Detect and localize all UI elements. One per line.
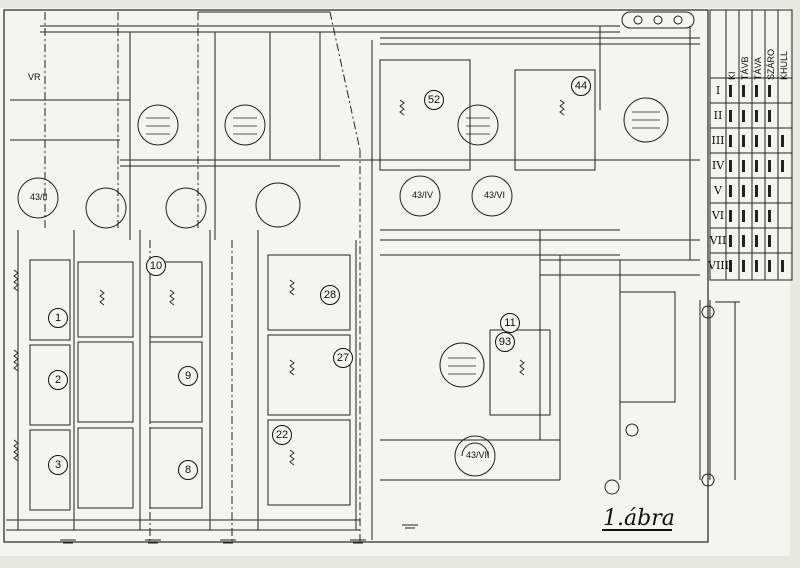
table-column-header: TÁVB [740, 56, 750, 80]
table-row-label: VII [709, 234, 727, 247]
table-row-label: VI [711, 209, 725, 222]
table-row-label: II [713, 109, 723, 122]
table-row-label: VIII [708, 259, 729, 272]
table-row-label: I [715, 84, 721, 97]
component-label: VR [28, 72, 41, 82]
coil-number: 9 [178, 366, 198, 386]
figure-caption: 1.ábra [603, 506, 675, 531]
coil-number: 27 [333, 348, 353, 368]
table-column-header: KI [727, 71, 737, 80]
switch-deck-label: 43/IV [412, 190, 434, 200]
coil-number: 93 [495, 332, 515, 352]
coil-number: 44 [571, 76, 591, 96]
switch-deck-label: 43/II [30, 192, 48, 202]
coil-number: 52 [424, 90, 444, 110]
table-row-label: III [711, 134, 725, 147]
table-column-header: SZÁRO [766, 48, 776, 80]
table-column-header: TÁVA [753, 57, 763, 80]
switch-deck-label: 43/VII [466, 450, 490, 460]
switch-deck-label: 43/VI [484, 190, 506, 200]
coil-number: 28 [320, 285, 340, 305]
table-row-label: IV [711, 159, 725, 172]
coil-number: 8 [178, 460, 198, 480]
coil-number: 1 [48, 308, 68, 328]
coil-number: 11 [500, 313, 520, 333]
coil-number: 22 [272, 425, 292, 445]
table-row-label: V [714, 184, 722, 197]
coil-number: 2 [48, 370, 68, 390]
coil-number: 10 [146, 256, 166, 276]
caption-underline [602, 529, 672, 531]
schematic-sheet [0, 8, 790, 556]
table-column-header: KHULL [779, 50, 789, 80]
coil-number: 3 [48, 455, 68, 475]
